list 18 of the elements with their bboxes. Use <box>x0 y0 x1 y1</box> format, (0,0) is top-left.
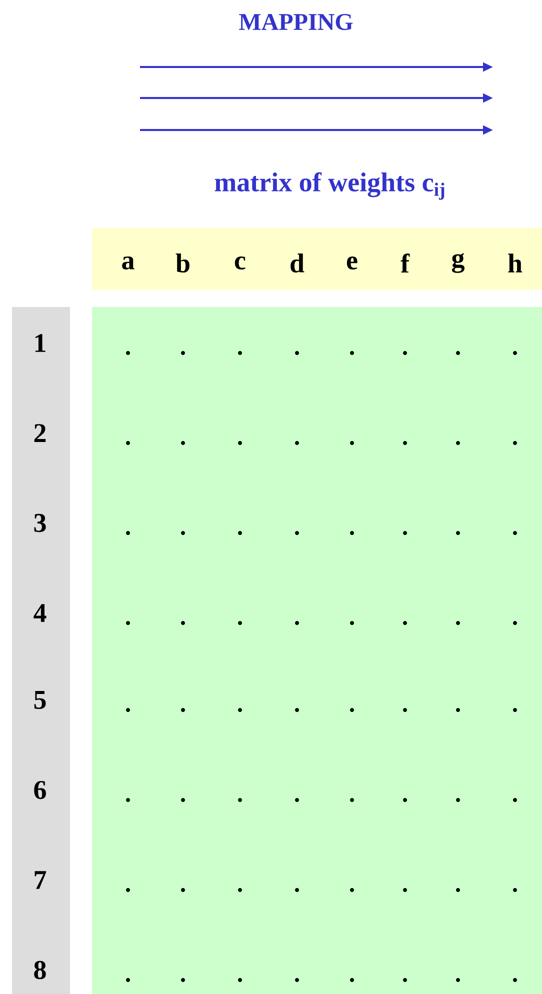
row-number: 5 <box>34 691 46 709</box>
row-number: 7 <box>34 871 46 889</box>
column-letter: e <box>346 256 358 270</box>
matrix-title: matrix of weights c$_{ij}$ <box>214 172 444 200</box>
column-letter: g <box>452 253 464 273</box>
column-letter: f <box>400 254 410 273</box>
row-number: 6 <box>34 780 46 800</box>
column-letter: h <box>508 254 522 272</box>
column-letter: d <box>290 254 304 272</box>
column-letter: c <box>234 256 246 270</box>
column-letter: a <box>122 256 134 270</box>
title: MAPPING <box>239 14 353 30</box>
row-number: 4 <box>34 604 46 622</box>
row-number: 2 <box>34 424 46 442</box>
row-number: 1 <box>35 334 46 352</box>
row-number: 3 <box>34 514 46 532</box>
column-letter: b <box>176 254 190 272</box>
row-number: 8 <box>34 960 46 980</box>
